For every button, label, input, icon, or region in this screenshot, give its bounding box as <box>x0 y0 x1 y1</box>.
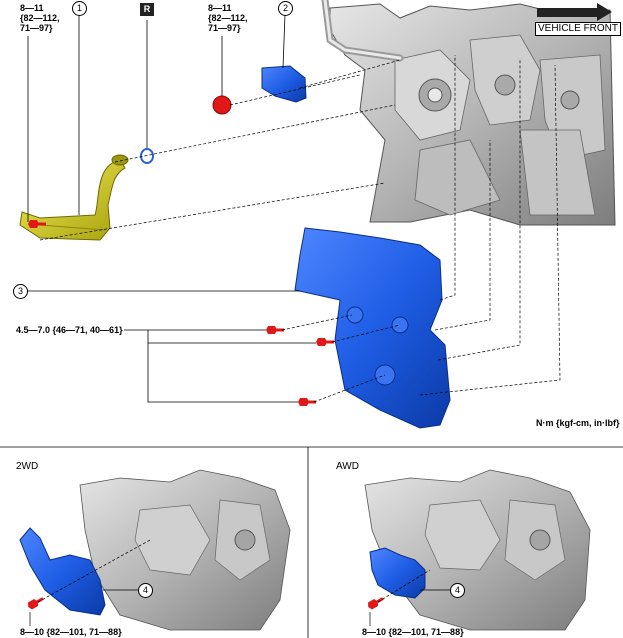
bolt-2wd <box>28 597 44 610</box>
torque-label-bolts: 4.5—7.0 {46—71, 40—61} <box>16 325 123 335</box>
vehicle-front-label: VEHICLE FRONT <box>535 22 622 36</box>
o-ring <box>140 148 154 164</box>
panel-title-awd: AWD <box>336 461 359 472</box>
callout-3: 3 <box>13 284 28 299</box>
bolt-awd <box>368 597 384 610</box>
torque-label-pipe: 8—11 {82—112, 71—97} <box>20 3 60 33</box>
callout-2: 2 <box>278 1 293 16</box>
r-badge: R <box>140 3 154 16</box>
panel-title-2wd: 2WD <box>16 461 39 472</box>
torque-label-awd: 8—10 {82—101, 71—88} <box>362 627 464 637</box>
water-pipe-part <box>19 154 129 241</box>
callout-4-2wd: 4 <box>138 583 153 598</box>
engine-block-2wd <box>79 469 291 631</box>
sealant-blob <box>212 95 232 115</box>
engine-block-awd <box>364 469 591 631</box>
heat-insulator-awd <box>369 547 426 599</box>
engine-block-top <box>321 0 616 226</box>
leader-lines <box>26 12 316 403</box>
heat-insulator-2wd <box>19 527 106 616</box>
heat-insulator-part <box>294 227 451 429</box>
torque-label-2wd: 8—10 {82—101, 71—88} <box>20 627 122 637</box>
vehicle-front-arrow <box>537 3 612 21</box>
callout-4-awd: 4 <box>450 583 465 598</box>
bolt-icons <box>28 220 334 406</box>
torque-label-cover: 8—11 {82—112, 71—97} <box>208 3 248 33</box>
callout-1: 1 <box>72 1 87 16</box>
dashed-guides <box>39 55 561 403</box>
unit-note: N·m {kgf-cm, in·lbf} <box>536 418 620 428</box>
small-cover-part <box>261 65 307 103</box>
